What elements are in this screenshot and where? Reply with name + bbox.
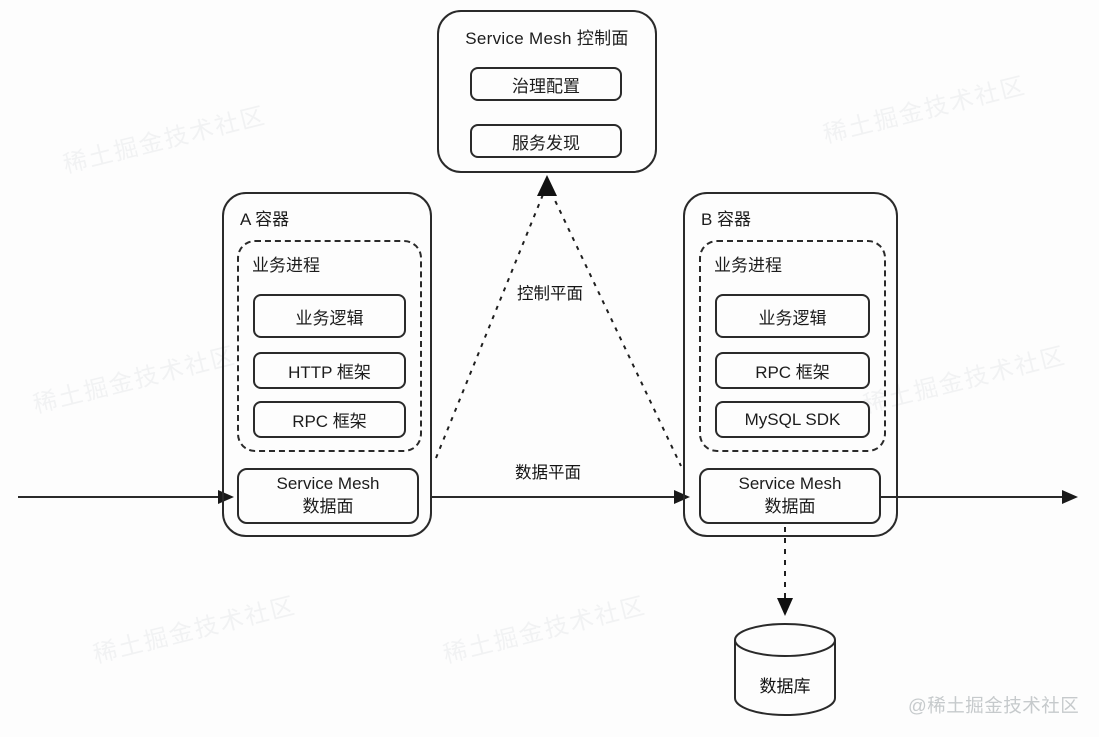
control-plane-title: Service Mesh 控制面 (465, 29, 629, 48)
container-a-box: A 容器 业务进程 业务逻辑 HTTP 框架 RPC 框架 Service Me… (222, 192, 432, 537)
mesh-a-line1: Service Mesh (276, 474, 380, 494)
rpc-framework-box-b: RPC 框架 (715, 352, 870, 389)
faint-watermark: 稀土掘金技术社区 (440, 592, 649, 669)
service-mesh-dataplane-box-b: Service Mesh 数据面 (699, 468, 881, 524)
container-b-title: B 容器 (701, 210, 752, 229)
container-a-process-group: 业务进程 业务逻辑 HTTP 框架 RPC 框架 (237, 240, 422, 452)
business-logic-box-b: 业务逻辑 (715, 294, 870, 338)
faint-watermark: 稀土掘金技术社区 (820, 72, 1029, 149)
arrowhead-into-control-plane (537, 175, 557, 196)
container-b-process-title: 业务进程 (714, 256, 782, 275)
container-a-title: A 容器 (240, 210, 290, 229)
container-b-box: B 容器 业务进程 业务逻辑 RPC 框架 MySQL SDK Service … (683, 192, 898, 537)
arrowhead-into-database (777, 598, 793, 616)
container-a-process-title: 业务进程 (252, 256, 320, 275)
control-plane-dashed-line-to-b (550, 191, 682, 467)
mesh-b-line2: 数据面 (764, 497, 816, 516)
control-plane-flow-label: 控制平面 (517, 285, 583, 303)
rpc-framework-box-a: RPC 框架 (253, 401, 406, 438)
faint-watermark: 稀土掘金技术社区 (60, 102, 269, 179)
faint-watermark: 稀土掘金技术社区 (30, 342, 239, 419)
site-watermark: @稀土掘金技术社区 (908, 695, 1080, 716)
arrowhead-outgoing (1062, 490, 1078, 504)
mesh-b-line1: Service Mesh (738, 474, 842, 494)
service-mesh-dataplane-box-a: Service Mesh 数据面 (237, 468, 419, 524)
database-label: 数据库 (759, 677, 811, 696)
database-cylinder-top (734, 623, 836, 657)
business-logic-box-a: 业务逻辑 (253, 294, 406, 338)
mesh-a-line2: 数据面 (302, 497, 354, 516)
control-plane-dashed-line-from-a (435, 191, 545, 459)
container-b-process-group: 业务进程 业务逻辑 RPC 框架 MySQL SDK (699, 240, 886, 452)
mysql-sdk-box-b: MySQL SDK (715, 401, 870, 438)
data-plane-flow-label: 数据平面 (515, 464, 581, 482)
service-discovery-box: 服务发现 (470, 124, 622, 158)
control-plane-box: Service Mesh 控制面 治理配置 服务发现 (437, 10, 657, 173)
governance-config-box: 治理配置 (470, 67, 622, 101)
http-framework-box-a: HTTP 框架 (253, 352, 406, 389)
faint-watermark: 稀土掘金技术社区 (90, 592, 299, 669)
